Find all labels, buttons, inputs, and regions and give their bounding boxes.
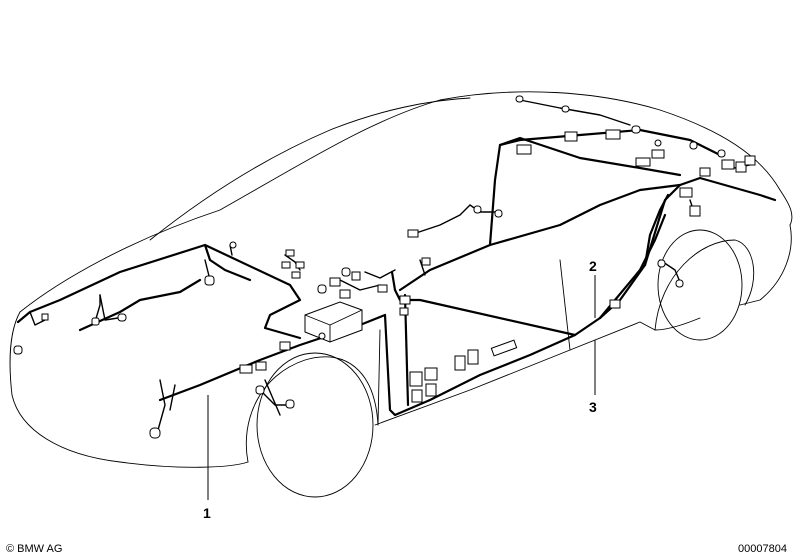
main-harness — [16, 128, 777, 417]
callout-3: 3 — [589, 399, 597, 415]
connectors — [13, 95, 756, 439]
callout-2: 2 — [589, 258, 597, 274]
callout-1: 1 — [203, 505, 211, 521]
copyright-label: © BMW AG — [6, 543, 62, 555]
callout-leaders — [207, 275, 596, 500]
control-unit-box — [304, 301, 363, 343]
rear-wheel — [654, 229, 755, 341]
car-body-outline — [9, 91, 793, 468]
image-number: 00007804 — [738, 543, 787, 555]
front-wheel — [245, 352, 379, 498]
